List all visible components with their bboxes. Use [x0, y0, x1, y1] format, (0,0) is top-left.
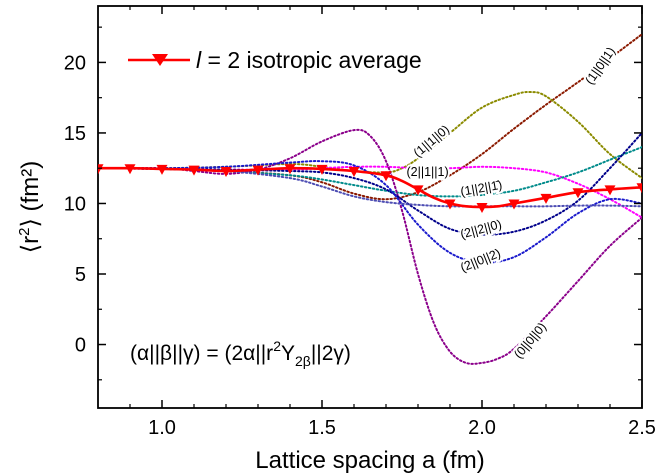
isotropic-average-point [412, 185, 424, 196]
y-axis-symbol-close: ⟩ [17, 211, 44, 227]
isotropic-average-point [284, 164, 296, 175]
curve-label-4: (2||2||0) [459, 217, 503, 241]
plot-frame [97, 5, 643, 409]
isotropic-average-point [348, 167, 360, 178]
isotropic-average-point [636, 183, 642, 194]
formula-annotation: (α||β||γ) = (2α||r2Y2β||2γ) [130, 338, 351, 369]
x-tick-label: 2.0 [468, 417, 496, 439]
isotropic-average-point [316, 164, 328, 175]
isotropic-average-point [156, 164, 168, 175]
legend: l = 2 isotropic average [128, 47, 422, 73]
isotropic-average-point [572, 188, 584, 199]
svg-text:⟨r2⟩ (fm²): ⟨r2⟩ (fm²) [16, 161, 44, 253]
isotropic-average-point [476, 203, 488, 213]
y-axis-units: (fm²) [17, 161, 44, 212]
y-tick-label: 10 [64, 193, 86, 215]
curve-label-5: (2||0||2) [458, 246, 502, 275]
curve-label-2: (2||1||1) [407, 165, 449, 179]
isotropic-average-point [220, 167, 232, 178]
y-axis-exponent: 2 [16, 227, 33, 235]
isotropic-average-point [380, 171, 392, 182]
isotropic-average-point [252, 165, 264, 176]
y-tick-label: 15 [64, 123, 86, 145]
y-axis-symbol: ⟨r [17, 236, 44, 253]
curve-label-1: (1||1||0) [411, 122, 452, 160]
isotropic-average-line [98, 166, 642, 209]
x-tick-label: 2.5 [628, 417, 656, 439]
dotted-curve-6 [98, 160, 642, 264]
isotropic-average-point [444, 199, 456, 210]
isotropic-average-point [188, 165, 200, 176]
isotropic-average-point [508, 199, 520, 210]
x-tick-label: 1.0 [148, 417, 176, 439]
isotropic-average-point [98, 164, 104, 175]
isotropic-average-point [124, 164, 136, 175]
y-tick-label: 5 [75, 264, 86, 286]
y-tick-label: 20 [64, 52, 86, 74]
ticks-layer: 1.0 1.5 2.0 2.5 0 5 10 15 20 [64, 6, 656, 439]
x-axis-title: Lattice spacing a (fm) [255, 447, 484, 474]
y-tick-label: 0 [75, 335, 86, 357]
curve-label-0: (1||0||1) [582, 44, 618, 87]
x-tick-label: 1.5 [308, 417, 336, 439]
legend-label: l = 2 isotropic average [196, 47, 422, 73]
y-axis-title: ⟨r2⟩ (fm²) [16, 161, 44, 253]
dotted-curve-4 [98, 128, 642, 365]
dotted-curve-5 [98, 131, 642, 236]
series-layer [98, 33, 642, 365]
legend-marker [152, 54, 168, 66]
curve-label-6: (0||0||0) [511, 320, 549, 361]
isotropic-average-point [540, 193, 552, 204]
dotted-curve-2 [98, 165, 642, 219]
isotropic-average-point [604, 185, 616, 196]
